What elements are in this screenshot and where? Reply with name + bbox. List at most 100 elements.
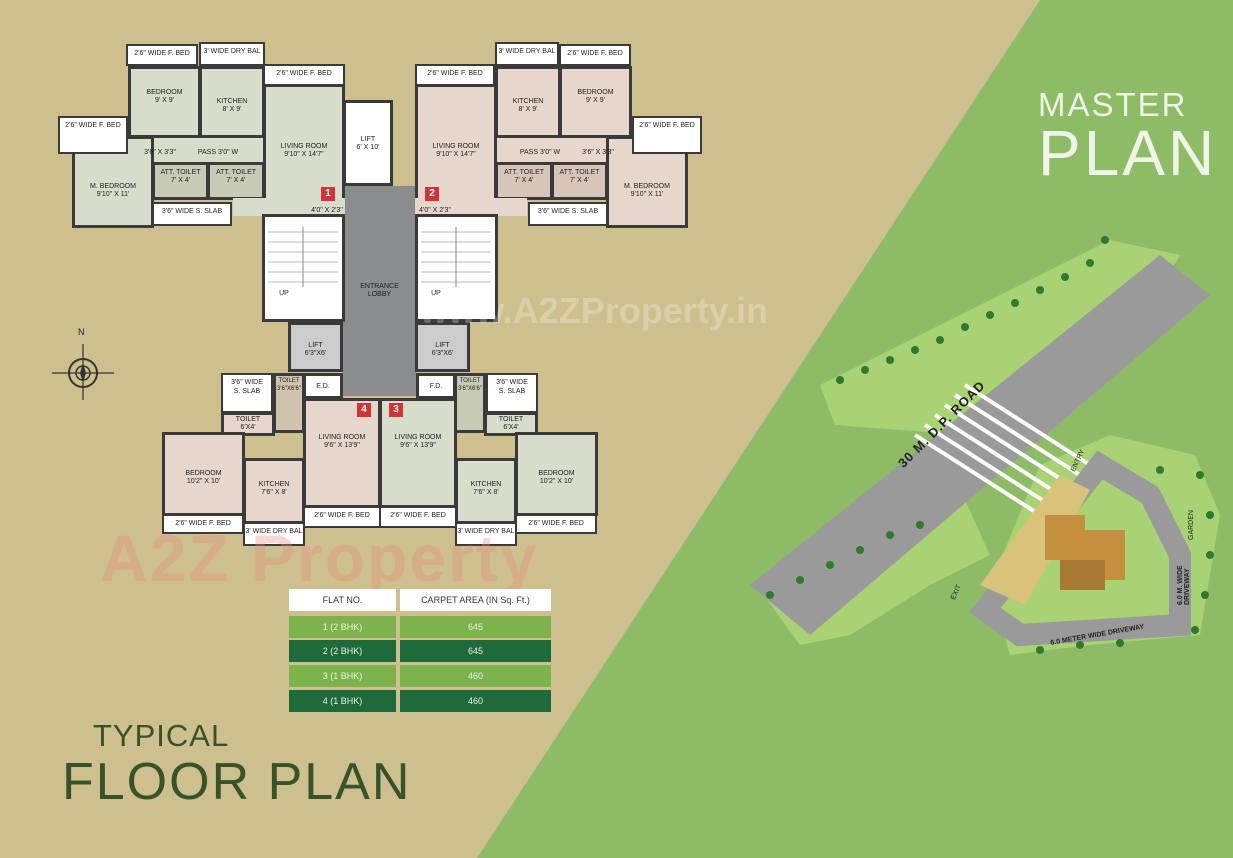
table-row-4-flat: 4 (1 BHK) bbox=[289, 690, 396, 712]
door-flat1-label: 4'0" X 2'3" bbox=[311, 207, 343, 214]
lift-top bbox=[343, 100, 393, 186]
floor-space-flat2 bbox=[415, 198, 527, 216]
table-header-flat: FLAT NO. bbox=[289, 589, 396, 611]
table-row-2-flat: 2 (2 BHK) bbox=[289, 640, 396, 662]
bedroom-flat4-label: BEDROOM 10'2" X 10' bbox=[185, 470, 222, 485]
driveway-label-vertical: 6.0 M. WIDE DRIVEWAY bbox=[1177, 565, 1191, 605]
tag-sslab-flat3: 3'6" WIDE S. SLAB bbox=[486, 373, 538, 413]
table-row-1-area: 645 bbox=[400, 616, 551, 638]
toilet-flat3-b bbox=[484, 412, 538, 436]
att-toilet-flat2-b bbox=[551, 162, 608, 200]
building-footprint bbox=[1045, 515, 1125, 590]
garden-label: GARDEN bbox=[1188, 510, 1195, 540]
tag-drybal-flat2: 3' WIDE DRY BAL bbox=[495, 42, 559, 66]
toilet-flat3-a-label: TOILET 3'6"X6'6" bbox=[458, 378, 482, 392]
watermark-logo: A2Z Property bbox=[100, 521, 539, 595]
fd-label: F.D. bbox=[429, 383, 443, 390]
passage-flat2-size: 3'6" X 3'3" bbox=[582, 149, 614, 156]
tag-fbed-flat1-left: 2'6" WIDE F. BED bbox=[58, 116, 128, 154]
tag-fbed-flat2-right: 2'6" WIDE F. BED bbox=[632, 116, 702, 154]
tag-drybal-flat4: 3' WIDE DRY BAL bbox=[243, 522, 305, 546]
floor-plan-title-line1: TYPICAL bbox=[93, 718, 230, 753]
kitchen-flat4-label: KITCHEN 7'6" X 8' bbox=[258, 481, 290, 496]
toilet-flat3-b-label: TOILET 6'X4' bbox=[498, 416, 524, 431]
att-toilet-flat2-b-label: ATT. TOILET 7' X 4' bbox=[559, 169, 600, 184]
table-row-3-flat: 3 (1 BHK) bbox=[289, 665, 396, 687]
tag-sslab-flat4: 3'6" WIDE S. SLAB bbox=[221, 373, 273, 413]
bedroom-flat2-label: BEDROOM 9' X 9' bbox=[577, 89, 614, 104]
table-row-4-area: 460 bbox=[400, 690, 551, 712]
table-row-3-area: 460 bbox=[400, 665, 551, 687]
att-toilet-flat2-a-label: ATT. TOILET 7' X 4' bbox=[503, 169, 545, 184]
kitchen-flat3-label: KITCHEN 7'6" X 8' bbox=[470, 481, 502, 496]
table-row-1-flat: 1 (2 BHK) bbox=[289, 616, 396, 638]
up-right-label: UP bbox=[431, 290, 441, 297]
living-room-flat2-label: LIVING ROOM 9'10" X 14'7" bbox=[432, 143, 480, 158]
lift-left bbox=[288, 322, 343, 372]
lift-right-label: LIFT 6'3"X6' bbox=[431, 342, 454, 357]
passage-flat2 bbox=[497, 138, 606, 164]
passage-flat1-size: 3'6" X 3'3" bbox=[144, 149, 176, 156]
flat-number-1: 1 bbox=[321, 187, 335, 201]
tag-sslab-flat2: 3'6" WIDE S. SLAB bbox=[528, 202, 608, 226]
ed-label: E.D. bbox=[316, 383, 330, 390]
stair-steps-right bbox=[421, 227, 491, 287]
kitchen-flat1 bbox=[199, 66, 265, 138]
site-map bbox=[750, 236, 1220, 655]
bedroom-flat3 bbox=[515, 432, 598, 516]
tag-fbed-flat2-top: 2'6" WIDE F. BED bbox=[559, 44, 631, 66]
tag-fbed-flat4-right: 2'6" WIDE F. BED bbox=[303, 506, 381, 528]
entrance-lobby-label: ENTRANCE LOBBY bbox=[360, 283, 399, 298]
living-room-flat3-label: LIVING ROOM 9'6" X 13'9" bbox=[394, 434, 442, 449]
tag-fbed-flat3-left: 2'6" WIDE F. BED bbox=[379, 506, 457, 528]
tag-fbed-flat1-right: 2'6" WIDE F. BED bbox=[263, 64, 345, 86]
att-toilet-flat1-a bbox=[152, 162, 209, 200]
flat-number-4: 4 bbox=[357, 403, 371, 417]
toilet-flat4-a-label: TOILET 3'6"X6'6" bbox=[277, 378, 301, 392]
pass-flat2-label: PASS 3'0" W bbox=[519, 149, 561, 156]
door-flat2-label: 4'0" X 2'3" bbox=[419, 207, 451, 214]
bedroom-flat1-label: BEDROOM 9' X 9' bbox=[146, 89, 183, 104]
kitchen-flat1-label: KITCHEN 8' X 9' bbox=[216, 98, 248, 113]
master-bedroom-flat2-label: M. BEDROOM 9'10" X 11' bbox=[624, 183, 670, 198]
toilet-flat4-b-label: TOILET 6'X4' bbox=[235, 416, 261, 431]
tree-lines bbox=[766, 236, 1214, 654]
kitchen-flat4 bbox=[243, 458, 305, 524]
tag-fbed-flat1-top: 2'6" WIDE F. BED bbox=[126, 44, 198, 66]
lift-left-label: LIFT 6'3"X6' bbox=[304, 342, 327, 357]
entrance-lobby bbox=[343, 186, 416, 396]
up-left-label: UP bbox=[279, 290, 289, 297]
living-room-flat4-label: LIVING ROOM 9'6" X 13'9" bbox=[318, 434, 366, 449]
stair-steps-left bbox=[268, 227, 338, 287]
flat-number-3: 3 bbox=[389, 403, 403, 417]
kitchen-flat2-label: KITCHEN 8' X 9' bbox=[512, 98, 544, 113]
living-room-flat1-label: LIVING ROOM 9'10" X 14'7" bbox=[280, 143, 328, 158]
floor-space-flat1 bbox=[233, 198, 345, 216]
table-header-area: CARPET AREA (IN Sq. Ft.) bbox=[400, 589, 551, 611]
lift-right bbox=[415, 322, 470, 372]
flat-number-2: 2 bbox=[425, 187, 439, 201]
master-plan-title-line1: MASTER bbox=[1038, 86, 1188, 123]
compass-icon bbox=[52, 344, 114, 400]
tag-fbed-flat3-right: 2'6" WIDE F. BED bbox=[515, 514, 597, 534]
lift-top-label: LIFT 6' X 10' bbox=[356, 136, 380, 151]
floor-plan-title-line2: FLOOR PLAN bbox=[62, 753, 412, 811]
master-bedroom-flat1-label: M. BEDROOM 9'10" X 11' bbox=[90, 183, 136, 198]
passage-flat1 bbox=[154, 138, 263, 164]
master-plan-title-line2: PLAN bbox=[1038, 117, 1218, 189]
watermark-url: www.A2ZProperty.in bbox=[420, 290, 769, 331]
att-toilet-flat1-a-label: ATT. TOILET 7' X 4' bbox=[160, 169, 201, 184]
pass-flat1-label: PASS 3'0" W bbox=[197, 149, 239, 156]
bedroom-flat2 bbox=[559, 66, 632, 138]
tag-drybal-flat3: 3' WIDE DRY BAL bbox=[455, 522, 517, 546]
bedroom-flat1 bbox=[128, 66, 201, 138]
table-row-2-area: 645 bbox=[400, 640, 551, 662]
tag-fbed-flat2-left: 2'6" WIDE F. BED bbox=[415, 64, 495, 86]
bedroom-flat3-label: BEDROOM 10'2" X 10' bbox=[538, 470, 575, 485]
zebra-crossing bbox=[913, 383, 1092, 517]
tag-drybal-flat1: 3' WIDE DRY BAL bbox=[199, 42, 265, 66]
tag-sslab-flat1: 3'6" WIDE S. SLAB bbox=[152, 202, 232, 226]
att-toilet-flat1-b-label: ATT. TOILET 7' X 4' bbox=[215, 169, 257, 184]
compass-north-label: N bbox=[78, 327, 85, 337]
